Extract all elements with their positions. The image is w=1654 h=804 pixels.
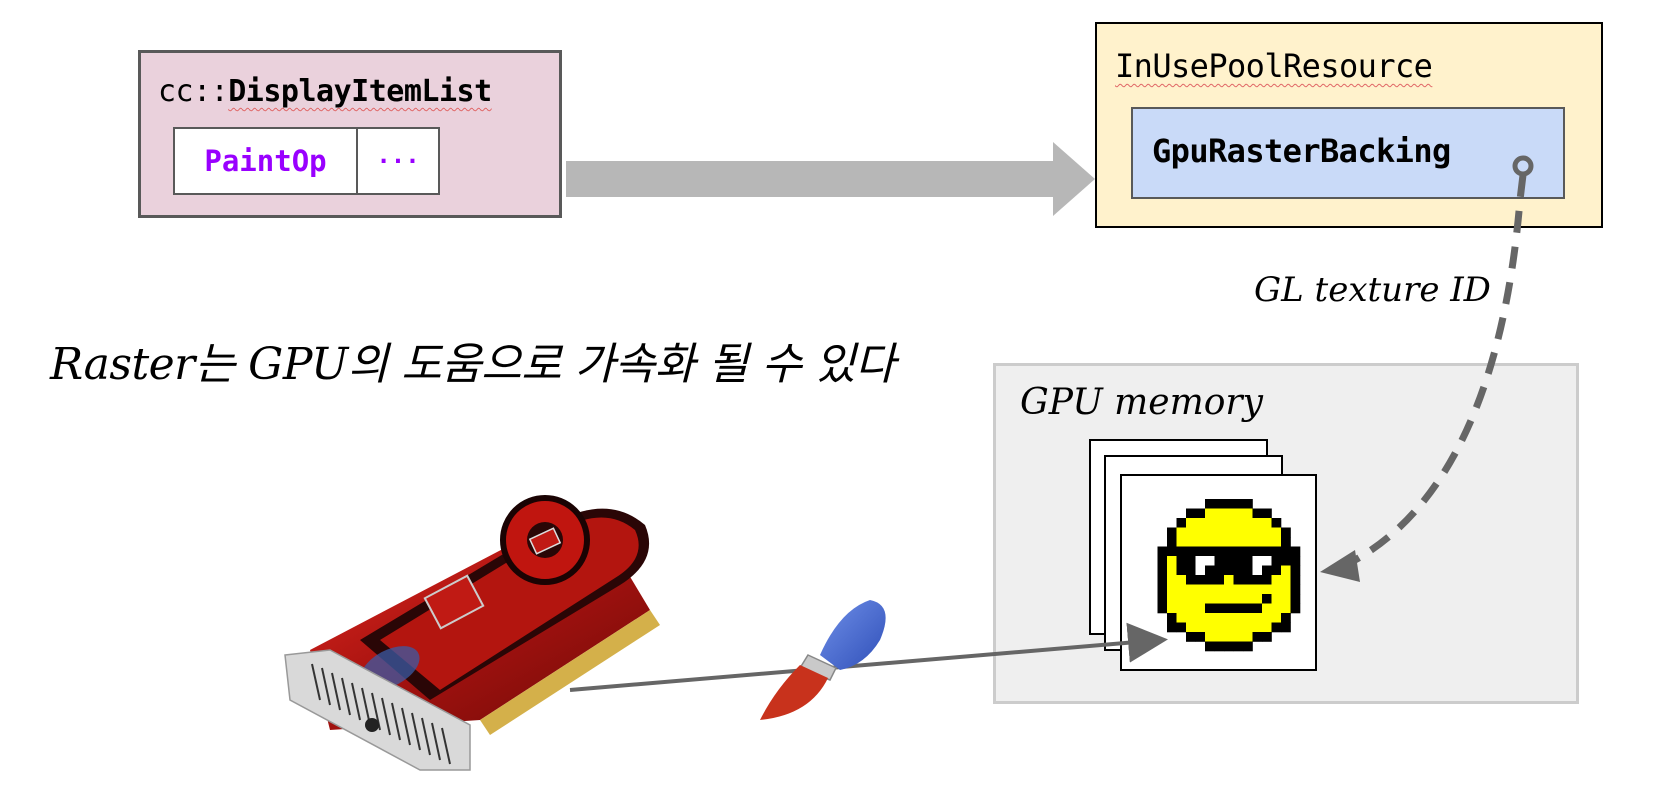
more-ops-cell: ···: [356, 127, 440, 195]
caption-text: Raster는 GPU의 도움으로 가속화 될 수 있다: [50, 339, 895, 390]
in-use-pool-resource-title: InUsePoolResource: [1115, 47, 1433, 85]
gl-texture-id-label: GL texture ID: [1254, 270, 1491, 310]
gpu-memory-label: GPU memory: [1020, 382, 1263, 423]
paint-op-cell: PaintOp: [173, 127, 358, 195]
flow-arrow: [566, 142, 1095, 216]
texture-page: [1120, 474, 1317, 671]
namespace-label: cc::: [158, 74, 229, 109]
gpu-raster-backing-title: GpuRasterBacking: [1152, 132, 1451, 170]
class-name-label: DisplayItemList: [228, 74, 492, 109]
display-item-list-title: cc::DisplayItemList: [158, 74, 492, 109]
paintbrush-icon: [760, 600, 886, 720]
graphics-card-image: [284, 495, 660, 771]
